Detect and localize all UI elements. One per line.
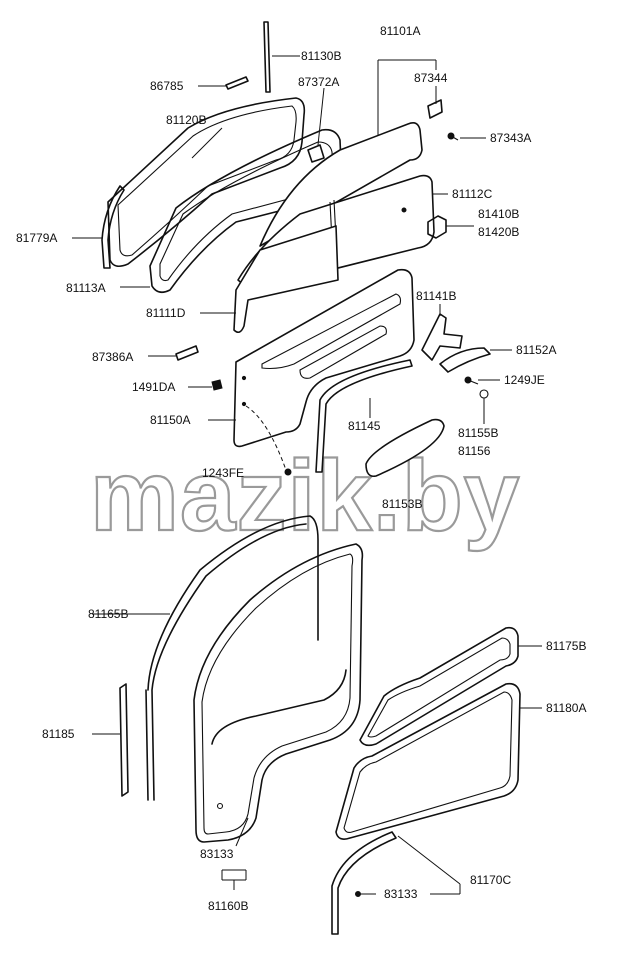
label-81101a: 81101A bbox=[380, 24, 420, 38]
label-81156: 81156 bbox=[458, 444, 491, 458]
label-81155b: 81155B bbox=[458, 426, 498, 440]
part-81153b-cover bbox=[365, 418, 445, 478]
part-87343a-screw bbox=[447, 132, 459, 141]
label-81120b: 81120B bbox=[166, 113, 206, 127]
label-87344: 87344 bbox=[414, 71, 448, 85]
part-81170c-strip bbox=[331, 831, 397, 935]
part-81180a-frame bbox=[335, 682, 521, 840]
trim-dash-lead bbox=[245, 405, 287, 471]
label-81153b: 81153B bbox=[382, 497, 422, 511]
label-81130b: 81130B bbox=[301, 49, 341, 63]
part-81120b-channel bbox=[107, 97, 306, 268]
part-81145-strip bbox=[315, 359, 413, 473]
label-81150a: 81150A bbox=[150, 413, 190, 427]
part-1491da-clip bbox=[211, 379, 223, 391]
trim-hole-1 bbox=[241, 375, 247, 381]
watermark: mazik.by bbox=[90, 440, 520, 552]
part-81160b-door-seal bbox=[193, 543, 364, 843]
part-87344-square bbox=[427, 99, 443, 119]
label-87386a: 87386A bbox=[92, 350, 133, 364]
label-81410b: 81410B bbox=[478, 207, 519, 221]
part-87372a-clip bbox=[307, 144, 325, 163]
part-81141b-bracket bbox=[421, 313, 463, 361]
part-labels: 81130B 81101A 86785 87372A 87344 81120B … bbox=[16, 24, 586, 913]
part-81160b-door-seal-inner bbox=[201, 553, 354, 835]
label-81165b: 81165B bbox=[88, 607, 128, 621]
label-1249je: 1249JE bbox=[504, 373, 545, 387]
part-81175b-frame bbox=[359, 626, 519, 747]
trim-hole-2 bbox=[241, 401, 247, 407]
part-81120b-channel-inner bbox=[117, 105, 297, 257]
part-81779a-strip bbox=[101, 185, 125, 269]
part-81185-strip bbox=[119, 683, 129, 797]
part-81165b-outer-seal-inner bbox=[145, 523, 307, 801]
label-81111d: 81111D bbox=[146, 306, 186, 320]
label-81160b: 81160B bbox=[208, 899, 248, 913]
label-86785: 86785 bbox=[150, 79, 184, 93]
part-81160b-belt-line bbox=[211, 669, 347, 745]
part-87386a-clip bbox=[175, 345, 199, 361]
label-81141b: 81141B bbox=[416, 289, 456, 303]
part-1249je-screw bbox=[464, 376, 479, 385]
part-81175b-frame-inner bbox=[367, 637, 511, 738]
part-1243fe-screw bbox=[284, 468, 292, 476]
part-81180a-frame-inner bbox=[343, 691, 513, 834]
part-81111d-lower-panel bbox=[233, 225, 339, 334]
part-81150a-trim bbox=[233, 268, 415, 448]
label-81420b: 81420B bbox=[478, 225, 519, 239]
panel-hole bbox=[401, 207, 407, 213]
label-81152a: 81152A bbox=[516, 343, 556, 357]
label-81185: 81185 bbox=[42, 727, 75, 741]
label-81170c: 81170C bbox=[470, 873, 511, 887]
label-87343a: 87343A bbox=[490, 131, 531, 145]
part-81150a-pocket bbox=[299, 325, 387, 379]
label-83133-a: 83133 bbox=[200, 847, 234, 861]
label-1491da: 1491DA bbox=[132, 380, 175, 394]
part-81410b-bumper bbox=[427, 215, 447, 239]
label-81145: 81145 bbox=[348, 419, 381, 433]
label-1243fe: 1243FE bbox=[202, 466, 244, 480]
seal-clip bbox=[216, 802, 224, 810]
label-81779a: 81779A bbox=[16, 231, 57, 245]
label-83133-b: 83133 bbox=[384, 887, 418, 901]
part-81152a-handle bbox=[439, 347, 491, 373]
label-87372a: 87372A bbox=[298, 75, 339, 89]
label-81112c: 81112C bbox=[452, 187, 493, 201]
part-81130b-strip bbox=[263, 21, 271, 93]
part-81150a-armrest bbox=[261, 293, 402, 370]
label-81175b: 81175B bbox=[546, 639, 586, 653]
part-81165b-outer-seal bbox=[147, 515, 319, 691]
label-81180a: 81180A bbox=[546, 701, 586, 715]
part-83133-pin bbox=[355, 891, 361, 897]
leader-lines bbox=[72, 55, 542, 895]
part-86785-pad bbox=[225, 76, 249, 90]
part-81155b-cap bbox=[479, 389, 489, 399]
label-81113a: 81113A bbox=[66, 281, 106, 295]
